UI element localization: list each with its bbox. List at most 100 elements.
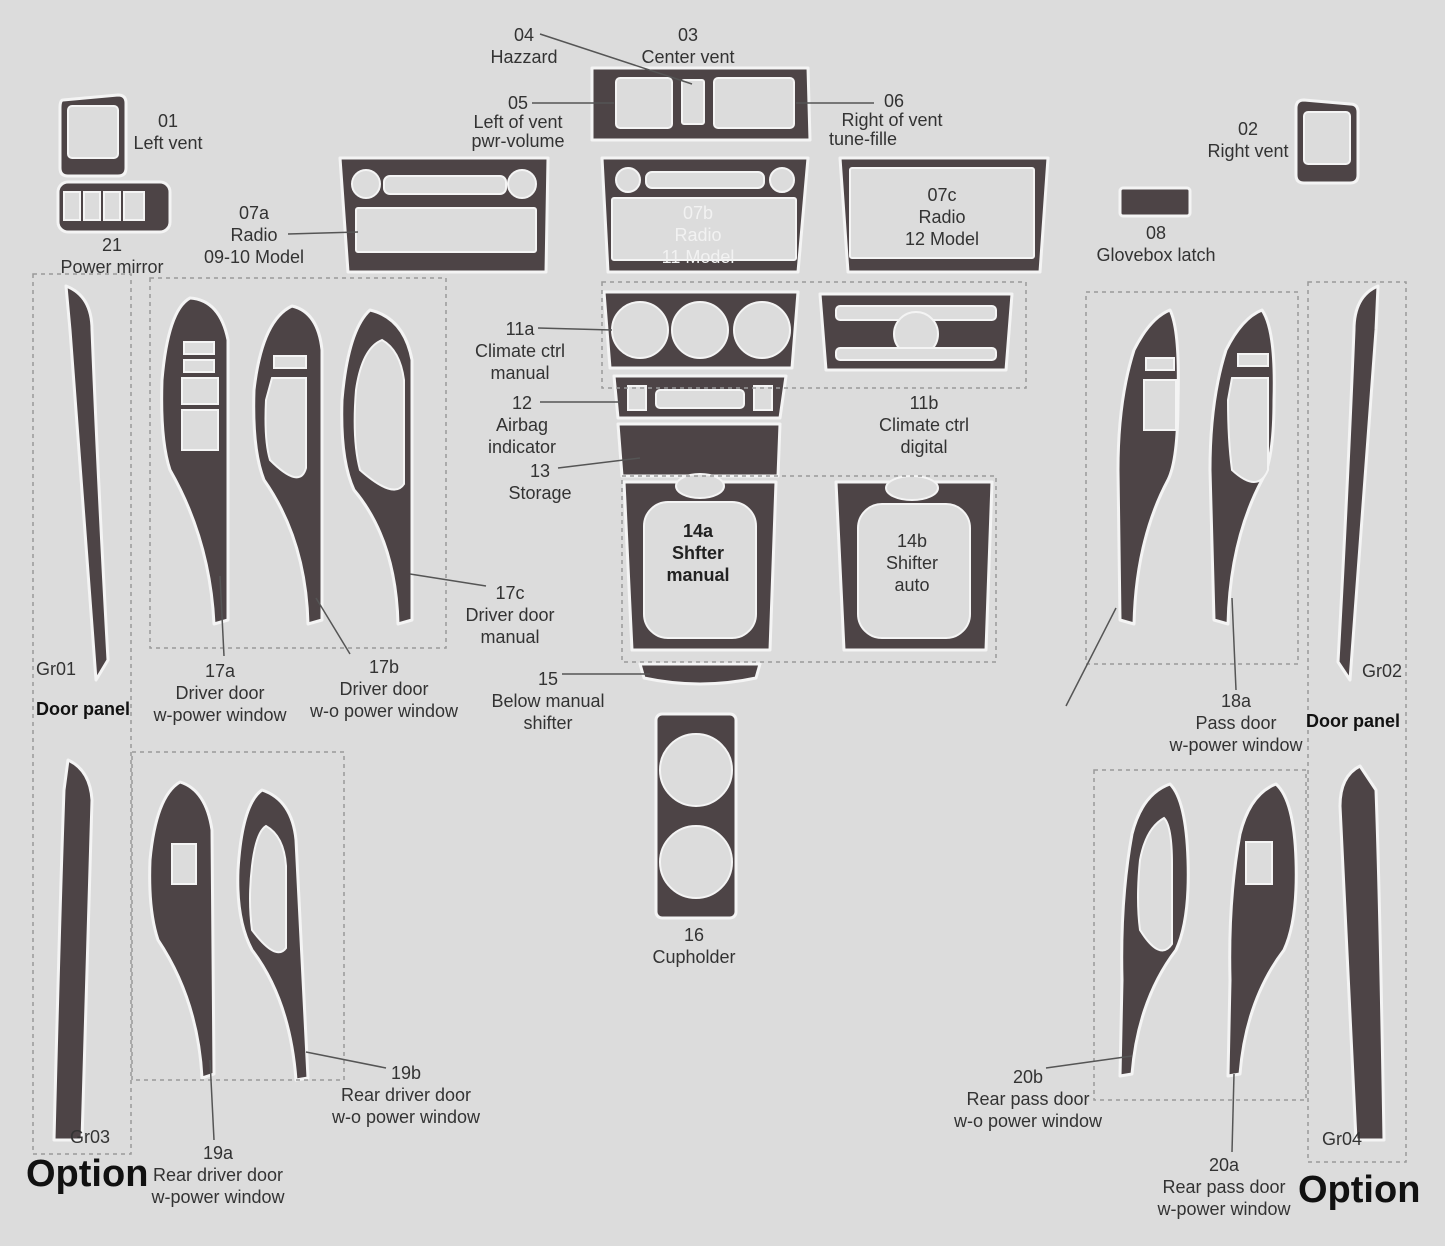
part-13-storage <box>616 422 782 478</box>
door-panel-title-right: Door panel <box>1306 711 1401 731</box>
door-panel-title-left: Door panel <box>36 699 131 719</box>
radio-07a-knob-left <box>351 169 381 199</box>
label-17b-code: 17b <box>368 657 400 677</box>
label-17c-sub: manual <box>480 627 540 647</box>
group-box-17 <box>149 277 447 649</box>
label-15-name: Below manual <box>491 691 605 711</box>
label-07a-sub: 09-10 Model <box>203 247 305 267</box>
label-19a-sub: w-power window <box>151 1187 285 1207</box>
radio-07c-screen <box>849 167 1035 259</box>
label-19b-code: 19b <box>390 1063 422 1083</box>
label-19b-sub: w-o power window <box>331 1107 481 1127</box>
climate-11a-dial-1 <box>611 301 669 359</box>
group-label-gr01: Gr01 <box>36 659 77 679</box>
leader-17b <box>315 597 351 655</box>
leader-17a <box>219 575 225 657</box>
part-20a-rear-pass-door <box>1226 782 1298 1078</box>
mirror-slot-2 <box>83 191 101 221</box>
label-03-code: 03 <box>677 25 699 45</box>
center-vent-right-opening <box>713 77 795 129</box>
door-19b-opening <box>249 824 287 954</box>
option-title-right: Option <box>1298 1169 1421 1211</box>
door-19a-window <box>171 843 197 885</box>
label-07c: 07c Radio 12 Model <box>905 184 979 250</box>
radio-07a-knob-right <box>507 169 537 199</box>
label-16-code: 16 <box>683 925 705 945</box>
label-16: 16 Cupholder <box>652 924 735 968</box>
mirror-slot-3 <box>103 191 121 221</box>
label-04-name: Hazzard <box>490 47 558 67</box>
label-14b: 14b Shifter auto <box>886 530 938 596</box>
label-17b-name: Driver door <box>339 679 429 699</box>
label-19a-code: 19a <box>202 1143 234 1163</box>
label-15-sub: shifter <box>523 713 573 733</box>
label-17a-name: Driver door <box>175 683 265 703</box>
label-07b-sub: 11 Model <box>661 247 735 267</box>
label-07c-name: Radio <box>918 207 966 227</box>
shifter-14b-top-notch <box>885 475 939 501</box>
label-18a-name: Pass door <box>1195 713 1277 733</box>
label-01: 01 Left vent <box>133 110 202 154</box>
label-06-name: Right of vent <box>841 110 943 130</box>
label-02: 02 Right vent <box>1207 118 1288 162</box>
label-08: 08 Glovebox latch <box>1096 222 1215 266</box>
climate-11b-bottom-slot <box>835 347 997 361</box>
part-gr03-door-panel <box>52 758 94 1142</box>
cupholder-bottom-ring <box>659 825 733 899</box>
leader-18a <box>1231 597 1237 691</box>
label-17a: 17a Driver door w-power window <box>153 660 286 726</box>
door-17b-switch <box>273 355 307 369</box>
label-14b-name: Shifter <box>885 553 939 573</box>
label-11a-sub: manual <box>490 363 550 383</box>
vent-02-opening <box>1303 111 1351 165</box>
part-15-below-shifter <box>638 662 762 686</box>
label-07a-name: Radio <box>230 225 278 245</box>
mirror-slot-1 <box>63 191 81 221</box>
label-11b-sub: digital <box>900 437 948 457</box>
group-box-11 <box>601 281 1027 389</box>
option-title-left: Option <box>26 1153 149 1195</box>
label-02-code: 02 <box>1237 119 1259 139</box>
label-17c: 17c Driver door manual <box>465 582 554 648</box>
mirror-slot-4 <box>123 191 145 221</box>
cupholder-top-ring <box>659 733 733 807</box>
label-05: 05 Left of vent pwr-volume <box>471 94 564 151</box>
door-18-left-window <box>1143 379 1177 431</box>
label-18a-code: 18a <box>1220 691 1252 711</box>
label-07a: 07a Radio 09-10 Model <box>204 202 304 268</box>
door-17b-opening <box>264 377 307 479</box>
label-18a-sub: w-power window <box>1169 735 1303 755</box>
label-20b-name: Rear pass door <box>966 1089 1090 1109</box>
center-vent-hazard-opening <box>681 79 705 125</box>
label-12-name: Airbag <box>495 415 549 435</box>
door-17a-switch-3 <box>181 377 219 405</box>
label-19a: 19a Rear driver door w-power window <box>151 1142 284 1208</box>
group-box-19 <box>131 751 345 1081</box>
airbag-window-right <box>753 385 773 411</box>
label-07c-code: 07c <box>927 185 957 205</box>
group-box-gr01 <box>32 273 132 1155</box>
label-05-code: 05 <box>507 93 529 113</box>
climate-11a-dial-3 <box>733 301 791 359</box>
label-07b: 07b Radio 11 Model <box>662 202 735 268</box>
label-12-code: 12 <box>511 393 533 413</box>
label-14b-code: 14b <box>896 531 928 551</box>
label-21-name: Power mirror <box>60 257 164 277</box>
group-box-20 <box>1093 769 1307 1101</box>
group-box-gr02 <box>1307 281 1407 1163</box>
label-14a-code: 14a <box>682 521 714 541</box>
label-03-name: Center vent <box>641 47 735 67</box>
label-08-code: 08 <box>1145 223 1167 243</box>
group-box-14 <box>621 475 997 663</box>
label-01-code: 01 <box>157 111 179 131</box>
label-04-code: 04 <box>513 25 535 45</box>
label-20a: 20a Rear pass door w-power window <box>1157 1154 1290 1220</box>
label-15-code: 15 <box>537 669 559 689</box>
radio-07a-screen <box>355 207 537 253</box>
label-20a-name: Rear pass door <box>1162 1177 1286 1197</box>
label-20b: 20b Rear pass door w-o power window <box>954 1066 1102 1132</box>
leader-13 <box>557 457 641 469</box>
door-20b-opening <box>1137 816 1173 952</box>
door-17c-opening <box>353 338 405 491</box>
